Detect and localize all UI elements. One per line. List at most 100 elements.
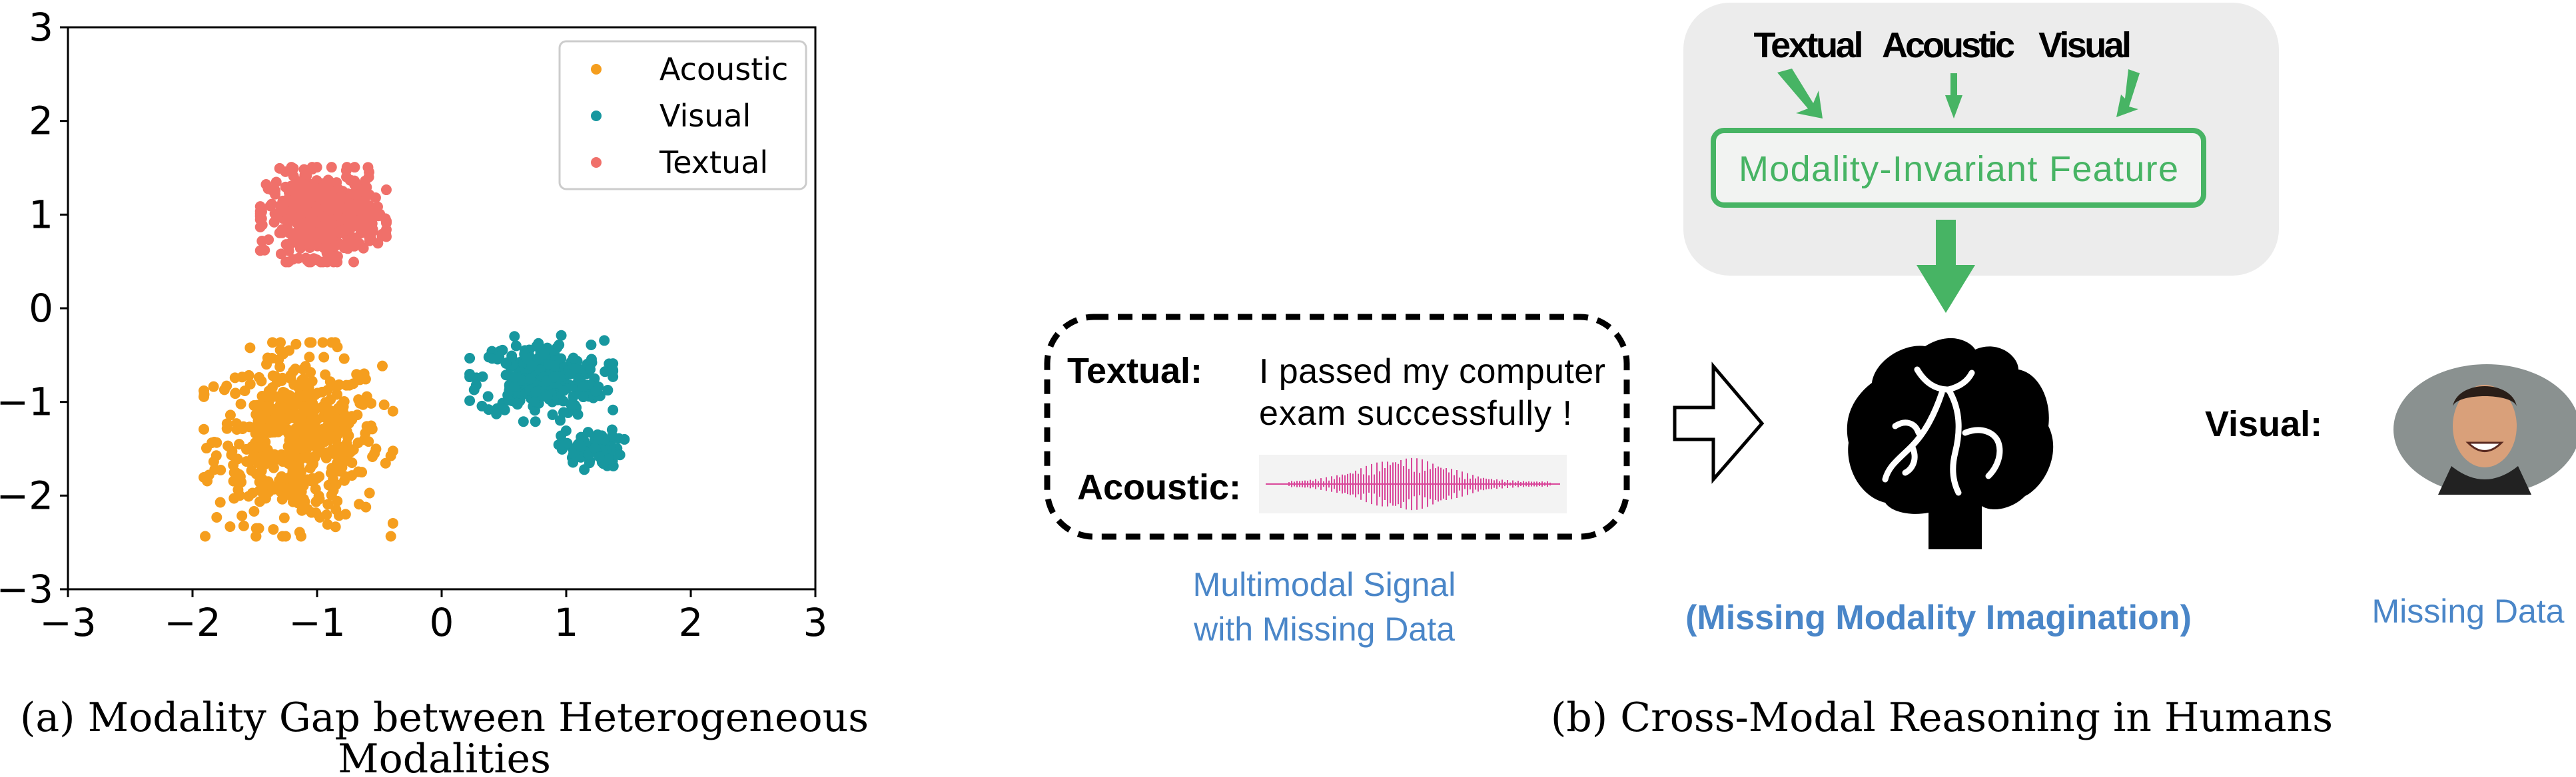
data-point-acoustic <box>340 471 351 482</box>
data-point-textual <box>349 175 360 186</box>
data-point-acoustic <box>276 493 288 505</box>
data-point-textual <box>270 185 281 196</box>
data-point-textual <box>380 184 392 196</box>
data-point-visual <box>533 338 544 349</box>
data-point-acoustic <box>309 451 320 463</box>
data-point-acoustic <box>256 465 267 477</box>
data-point-acoustic <box>387 517 398 529</box>
data-point-visual <box>594 451 605 463</box>
data-point-textual <box>254 222 266 233</box>
data-point-visual <box>602 385 614 396</box>
data-point-acoustic <box>278 512 290 523</box>
arrow-acoustic-icon <box>1945 73 1962 119</box>
data-point-visual <box>511 397 522 409</box>
data-point-textual <box>256 213 267 224</box>
data-point-visual <box>599 335 610 346</box>
data-point-acoustic <box>236 510 248 521</box>
data-point-acoustic <box>287 496 298 507</box>
data-point-textual <box>358 198 369 210</box>
data-point-acoustic <box>238 421 249 432</box>
data-point-acoustic <box>264 479 275 490</box>
data-point-textual <box>270 176 282 188</box>
data-point-acoustic <box>200 531 211 542</box>
data-point-textual <box>317 194 328 205</box>
top-label-acoustic: Acoustic <box>1882 25 2015 65</box>
data-point-textual <box>301 170 312 181</box>
y-tick-label: 0 <box>29 286 53 331</box>
data-point-textual <box>268 216 280 228</box>
data-point-acoustic <box>277 531 288 542</box>
legend-marker-acoustic <box>591 64 602 75</box>
y-tick-label: 3 <box>29 5 53 50</box>
data-point-acoustic <box>234 439 245 450</box>
top-label-textual: Textual <box>1754 25 1864 65</box>
x-tick-label: 1 <box>554 600 579 645</box>
data-point-acoustic <box>250 428 261 439</box>
data-point-visual <box>564 368 576 380</box>
data-point-textual <box>344 224 355 236</box>
data-point-visual <box>497 344 508 356</box>
data-point-textual <box>318 233 330 244</box>
data-point-textual <box>344 234 356 246</box>
data-point-acoustic <box>314 440 326 451</box>
data-point-visual <box>600 366 611 378</box>
data-point-acoustic <box>385 531 396 542</box>
data-point-textual <box>284 228 296 239</box>
caption-b: (b) Cross-Modal Reasoning in Humans <box>1551 694 2333 741</box>
data-point-acoustic <box>336 461 348 473</box>
data-point-visual <box>558 385 570 396</box>
data-point-acoustic <box>320 432 332 443</box>
data-point-acoustic <box>268 449 279 461</box>
data-point-visual <box>577 381 588 392</box>
data-point-visual <box>558 407 569 418</box>
data-point-acoustic <box>266 382 278 393</box>
data-point-visual <box>547 409 558 420</box>
data-point-acoustic <box>275 337 286 348</box>
data-point-acoustic <box>322 499 334 510</box>
data-point-textual <box>306 162 318 173</box>
caption-a-line1: (a) Modality Gap between Heterogeneous <box>20 694 869 741</box>
data-point-textual <box>328 256 339 268</box>
visual-label: Visual: <box>2205 404 2322 444</box>
data-point-acoustic <box>290 338 302 350</box>
arrow-visual-icon <box>2116 69 2140 117</box>
data-point-textual <box>367 224 378 235</box>
data-point-visual <box>542 390 553 401</box>
data-point-acoustic <box>294 443 306 454</box>
data-point-acoustic <box>387 445 398 457</box>
data-point-textual <box>278 206 290 217</box>
y-tick-label: 2 <box>29 99 53 144</box>
data-point-acoustic <box>356 467 368 478</box>
arrow-textual-icon <box>1777 69 1823 119</box>
x-tick-label: 2 <box>679 600 703 645</box>
y-tick-label: −2 <box>0 473 53 518</box>
legend-label-textual: Textual <box>659 144 768 180</box>
data-point-visual <box>492 354 503 365</box>
data-point-acoustic <box>199 423 210 435</box>
data-point-textual <box>317 256 328 268</box>
data-point-acoustic <box>258 493 269 504</box>
data-point-visual <box>509 372 520 383</box>
data-point-visual <box>510 340 522 352</box>
data-point-acoustic <box>324 376 336 388</box>
data-point-acoustic <box>224 521 236 532</box>
data-point-acoustic <box>208 381 219 392</box>
data-point-textual <box>328 198 339 210</box>
legend-box <box>558 40 807 190</box>
data-point-acoustic <box>254 441 266 453</box>
data-point-visual <box>509 331 520 342</box>
data-point-textual <box>294 242 306 254</box>
data-point-visual <box>530 386 542 397</box>
data-point-visual <box>482 391 494 402</box>
data-point-visual <box>491 408 502 419</box>
data-point-visual <box>608 366 619 377</box>
data-point-acoustic <box>211 450 222 461</box>
data-point-visual <box>568 352 579 364</box>
data-point-acoustic <box>369 447 380 459</box>
data-point-visual <box>556 430 567 441</box>
data-point-acoustic <box>332 495 343 507</box>
data-point-visual <box>619 433 630 445</box>
data-point-acoustic <box>304 352 315 363</box>
y-tick-label: −3 <box>0 567 53 612</box>
